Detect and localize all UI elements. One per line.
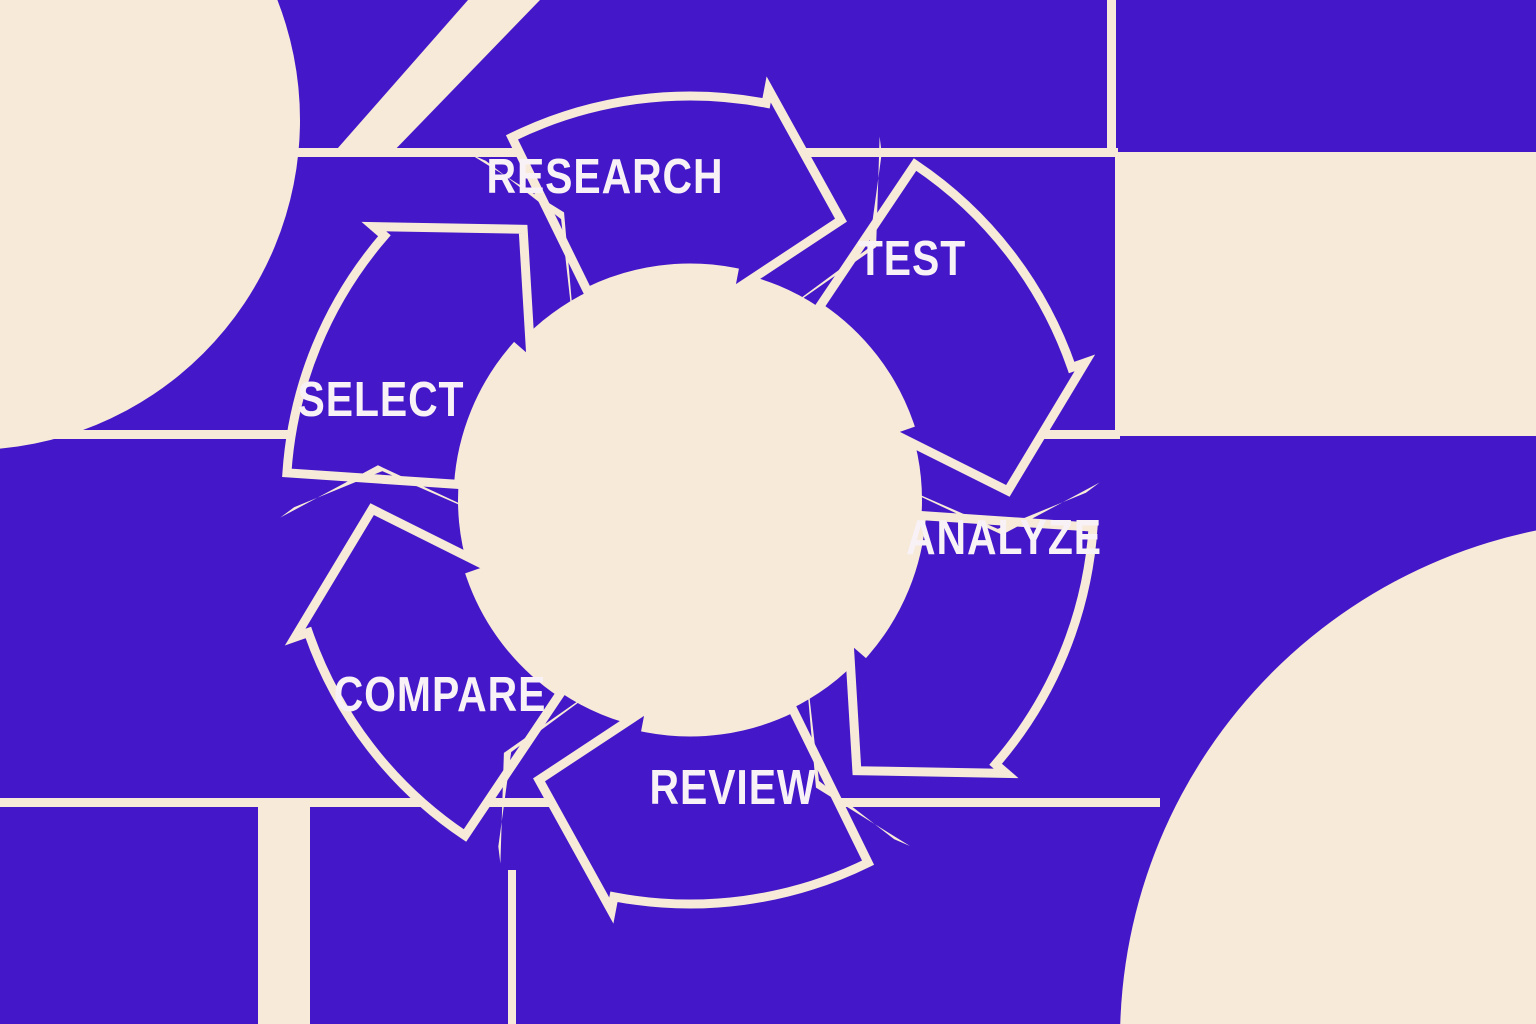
step-label-select: SELECT [298, 371, 465, 426]
segment-arrow-research[interactable] [505, 76, 847, 304]
cycle-segment-test[interactable] [790, 136, 1096, 497]
step-label-test: TEST [858, 230, 966, 285]
cycle-segment-review[interactable] [533, 683, 910, 924]
segment-chevron-analyze [907, 482, 1100, 535]
cycle-segment-compare[interactable] [284, 503, 590, 864]
cycle-segments [280, 76, 1100, 924]
segment-chevron-research [470, 154, 574, 317]
bottom-thin-vertical-shape [508, 870, 516, 1024]
cycle-segment-research[interactable] [470, 76, 847, 317]
top-right-divider-shape [1107, 0, 1116, 152]
cycle-labels: RESEARCH TEST ANALYZE REVIEW COMPARE SELECT [298, 148, 1102, 814]
segment-arrow-select[interactable] [282, 221, 537, 490]
top-right-block-shape [1115, 152, 1536, 436]
segment-arrow-test[interactable] [812, 158, 1096, 497]
segment-chevron-compare [498, 693, 590, 864]
top-left-circle-shape [0, 0, 300, 449]
segment-arrow-compare[interactable] [284, 503, 568, 842]
cycle-segment-analyze[interactable] [843, 482, 1100, 779]
center-circle [458, 268, 922, 732]
segment-chevron-test [790, 136, 882, 307]
segment-arrow-analyze[interactable] [843, 510, 1098, 779]
segment-arrow-review[interactable] [533, 696, 875, 924]
step-label-compare: COMPARE [334, 666, 547, 721]
step-label-research: RESEARCH [486, 148, 723, 203]
step-label-review: REVIEW [650, 759, 817, 814]
segment-chevron-select [280, 465, 473, 518]
bottom-right-circle-shape [1120, 530, 1536, 1024]
diagonal-band-shape [330, 0, 540, 157]
cycle-segment-select[interactable] [280, 221, 537, 518]
step-label-analyze: ANALYZE [906, 509, 1102, 564]
segment-chevron-review [806, 683, 910, 846]
bottom-vertical-band-shape [258, 805, 310, 1024]
